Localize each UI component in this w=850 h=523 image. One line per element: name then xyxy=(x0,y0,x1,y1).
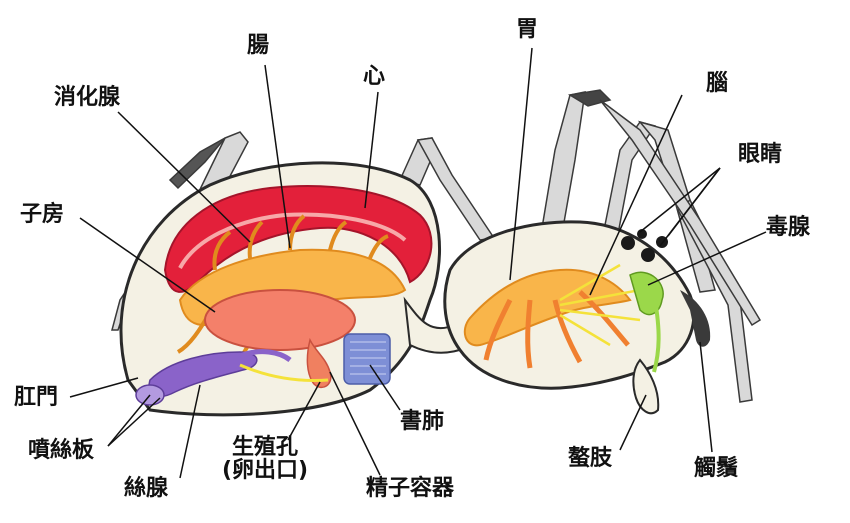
leader-stomach xyxy=(509,47,533,281)
leader-booklung xyxy=(369,364,401,411)
label-silk-gland: 絲腺 xyxy=(124,476,169,501)
leg-4b xyxy=(567,89,612,107)
leader-anus xyxy=(69,377,139,398)
label-book-lung: 書肺 xyxy=(400,409,445,434)
leader-venom xyxy=(647,231,767,286)
label-eyes: 眼睛 xyxy=(738,142,783,167)
label-stomach: 胃 xyxy=(516,17,539,42)
label-spinnerets: 噴絲板 xyxy=(28,438,95,463)
heart-shape xyxy=(163,185,433,293)
eye-4 xyxy=(637,229,647,239)
nerves xyxy=(559,263,641,347)
leader-spinneret-1 xyxy=(107,394,151,447)
leader-sperm xyxy=(329,371,381,476)
chelicera xyxy=(632,358,660,415)
leader-ovary xyxy=(79,217,216,313)
eye-1 xyxy=(621,236,635,250)
leader-chelicera xyxy=(619,394,647,451)
pedipalp xyxy=(680,290,711,347)
leader-brain xyxy=(589,94,683,296)
leader-intestine xyxy=(264,64,291,249)
leader-pedipalp xyxy=(699,341,713,453)
leader-digestive xyxy=(117,111,251,243)
book-lung xyxy=(343,333,391,385)
ovary-duct xyxy=(239,363,329,382)
label-genital-pore-note: (卵出口) xyxy=(222,458,309,484)
leader-eyes-3 xyxy=(667,167,721,237)
leader-spinneret-2 xyxy=(107,397,161,447)
leg-7 xyxy=(599,99,762,327)
leader-genital xyxy=(287,381,321,441)
book-lung-lines xyxy=(350,341,386,375)
stomach-branches xyxy=(483,290,630,369)
digestive-branches xyxy=(176,214,389,360)
leader-eyes-1 xyxy=(639,167,721,233)
cephalothorax xyxy=(443,220,711,415)
label-genital-pore: 生殖孔 (卵出口) xyxy=(222,436,308,482)
abdomen xyxy=(119,161,441,417)
label-brain: 腦 xyxy=(706,71,729,96)
label-digestive-gland: 消化腺 xyxy=(54,85,121,110)
label-venom-gland: 毒腺 xyxy=(766,215,811,240)
sperm-receptacle xyxy=(306,337,332,389)
stomach xyxy=(463,268,632,347)
label-ovary: 子房 xyxy=(20,202,65,227)
venom-duct xyxy=(652,299,661,373)
label-intestine: 腸 xyxy=(247,33,270,58)
leader-silkgland xyxy=(179,384,201,479)
label-anus: 肛門 xyxy=(14,385,59,410)
label-pedipalp: 觸鬚 xyxy=(694,456,739,481)
silk-gland-tube xyxy=(239,349,292,363)
label-chelicera: 螯肢 xyxy=(568,446,613,471)
label-genital-pore-main: 生殖孔 xyxy=(232,435,299,460)
eye-2 xyxy=(641,248,655,262)
leader-heart xyxy=(364,91,379,209)
leader-lines xyxy=(69,47,767,479)
leg-2b xyxy=(168,137,226,190)
label-heart: 心 xyxy=(363,64,386,89)
ovary xyxy=(204,289,356,351)
label-sperm-receptacle: 精子容器 xyxy=(366,476,455,501)
eyes xyxy=(621,229,668,262)
